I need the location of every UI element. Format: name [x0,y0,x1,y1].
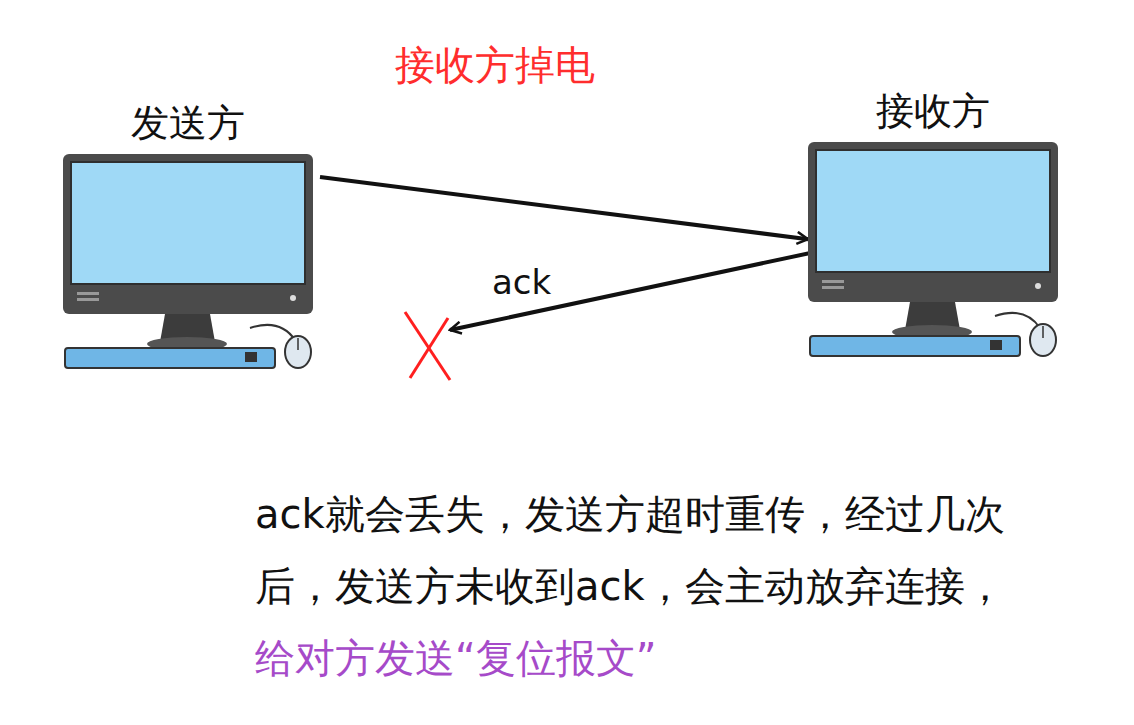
computer-node: 接收方 [800,88,1065,363]
node-heading: 发送方 [55,100,320,146]
node-heading: 接收方 [800,88,1065,134]
message-label: ack [488,262,555,302]
lost-mark [405,312,450,380]
note-text: ack就会丢失，发送方超时重传，经过几次后，发送方未收到ack，会主动放弃连接， [255,491,1005,609]
explanation-note: ack就会丢失，发送方超时重传，经过几次后，发送方未收到ack，会主动放弃连接，… [255,478,1015,694]
computer-node: 发送方 [55,100,320,375]
data-arrow [320,177,808,239]
note-highlight: 给对方发送“复位报文” [255,635,656,681]
lost-ack-arrow [450,252,815,330]
computer-illustration [800,138,1065,363]
diagram-title: 接收方掉电 [360,40,630,90]
computer-illustration [55,150,320,375]
